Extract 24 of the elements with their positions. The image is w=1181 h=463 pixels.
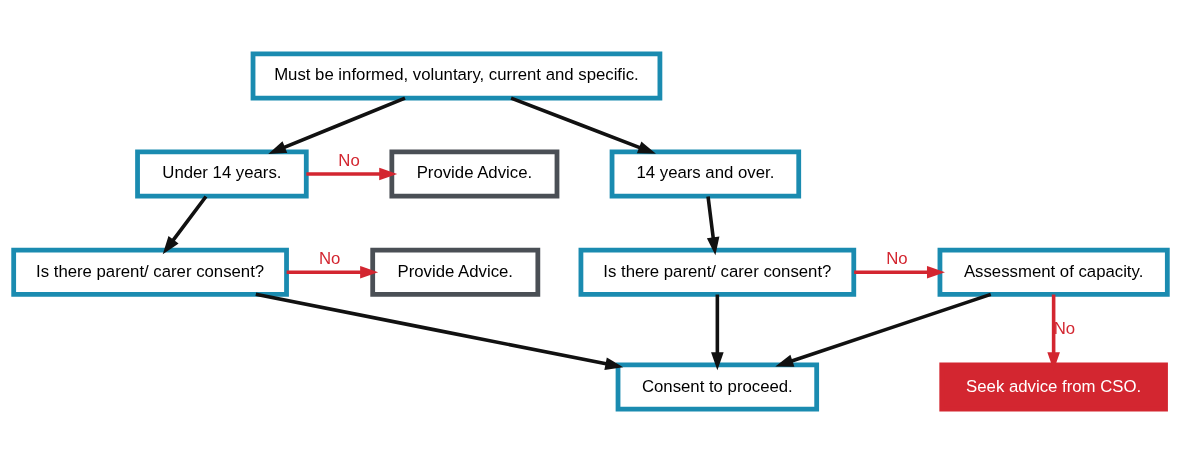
node-box: Is there parent/ carer consent? (578, 247, 857, 297)
node-box: Provide Advice. (389, 149, 560, 199)
arrow (306, 167, 398, 181)
node-box: Under 14 years. (135, 149, 309, 199)
edge-label: No (886, 249, 908, 269)
node-box: Assessment of capacity. (937, 247, 1170, 297)
arrow (706, 196, 720, 256)
node-box: Consent to proceed. (615, 362, 820, 412)
arrow (255, 292, 624, 370)
arrow (854, 265, 945, 279)
arrow (775, 292, 992, 367)
arrow (162, 195, 208, 255)
node-box: Seek advice from CSO. (939, 362, 1168, 412)
arrow (268, 96, 406, 154)
edge-label: No (318, 249, 341, 269)
edge-label: No (338, 150, 360, 170)
arrow (510, 96, 656, 154)
node-box: 14 years and over. (609, 149, 802, 199)
arrow (711, 294, 724, 371)
node-box: Provide Advice. (370, 247, 541, 297)
node-box: Must be informed, voluntary, current and specific. (250, 51, 663, 101)
node-box: Is there parent/ carer consent? (11, 247, 289, 297)
arrow (286, 265, 379, 279)
edge-label: No (1053, 319, 1076, 339)
